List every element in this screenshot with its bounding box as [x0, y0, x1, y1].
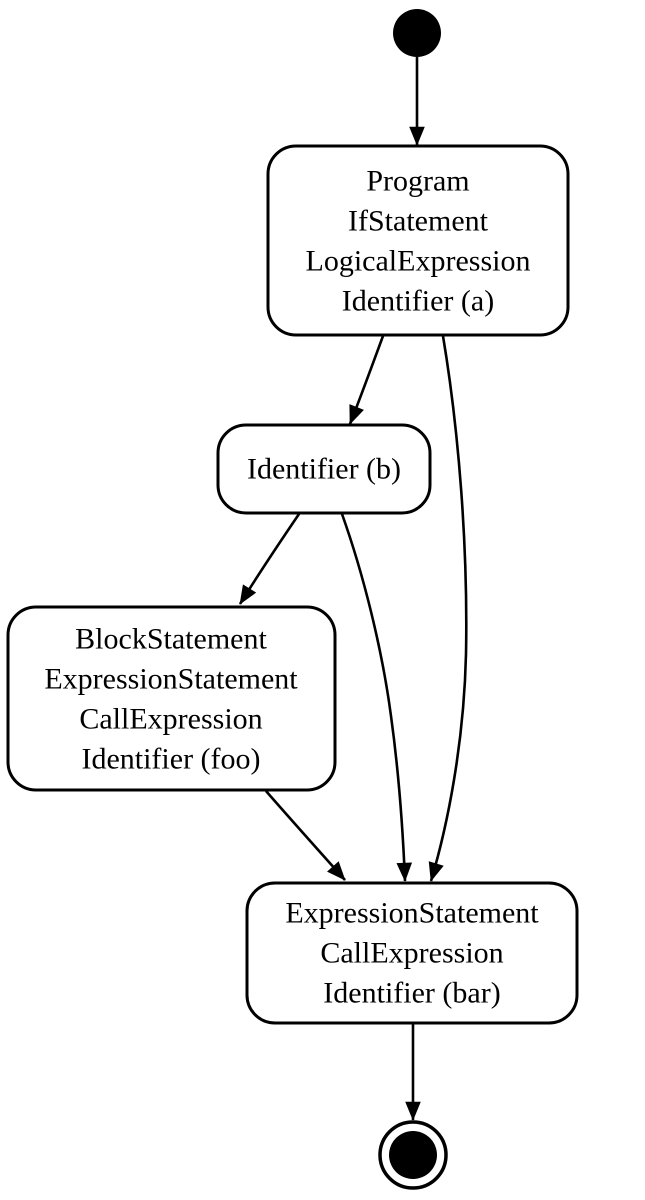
node-call-bar: ExpressionStatement CallExpression Ident…	[245, 881, 579, 1025]
final-state-node	[378, 1120, 448, 1190]
node-label-line: Identifier (a)	[342, 285, 494, 318]
edge-ident-b-to-call-bar	[340, 513, 413, 882]
node-cond-a: Program IfStatement LogicalExpression Id…	[266, 144, 570, 337]
node-label-line: CallExpression	[79, 703, 262, 736]
node-label-line: ExpressionStatement	[285, 897, 539, 930]
node-label-line: Program	[366, 165, 469, 198]
edge-cond-a-to-call-bar	[428, 335, 468, 882]
node-label-line: LogicalExpression	[306, 245, 531, 278]
node-label-line: CallExpression	[320, 937, 503, 970]
node-ident-b: Identifier (b)	[216, 423, 432, 515]
node-label-line: Identifier (foo)	[81, 743, 260, 776]
node-call-foo-box	[6, 605, 337, 792]
node-call-foo: BlockStatement ExpressionStatement CallE…	[6, 605, 337, 792]
node-label-line: IfStatement	[348, 205, 489, 238]
node-ident-b-box	[216, 423, 432, 515]
final-state-inner-dot	[389, 1131, 437, 1179]
node-call-bar-box	[245, 881, 579, 1025]
node-label-line: BlockStatement	[75, 623, 267, 656]
edge-call-foo-to-call-bar	[265, 790, 346, 881]
node-label-line: Identifier (b)	[247, 453, 401, 486]
node-cond-a-box	[266, 144, 570, 337]
node-label-line: Identifier (bar)	[323, 977, 500, 1010]
node-label-line: ExpressionStatement	[44, 663, 298, 696]
edge-cond-a-to-ident-b	[348, 335, 385, 425]
initial-state-node	[393, 9, 441, 57]
edge-ident-b-to-call-foo	[238, 513, 301, 605]
